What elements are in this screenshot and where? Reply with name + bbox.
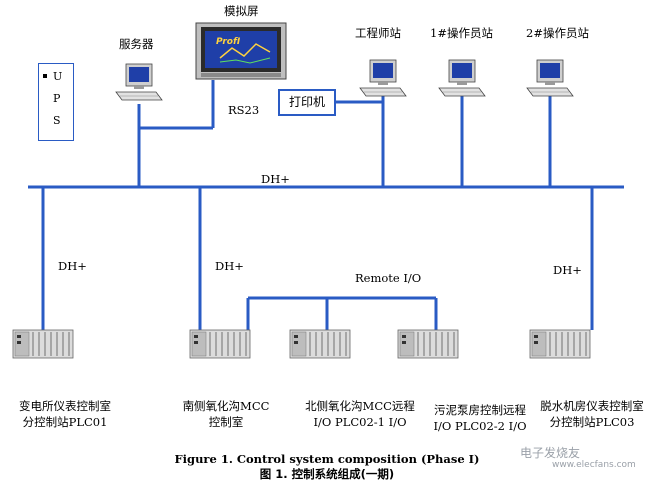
screen-logo-text: ProfI	[216, 37, 241, 47]
ups-letter-u: U	[53, 70, 63, 83]
operator2-label: 2#操作员站	[526, 26, 589, 40]
plc01-label-line1: 变电所仪表控制室	[19, 399, 111, 413]
dh-top-label: DH+	[261, 172, 290, 186]
plc03-rack-icon	[529, 329, 591, 359]
server-label: 服务器	[119, 37, 154, 51]
dh-right-label: DH+	[553, 263, 582, 277]
operator1-pc-icon	[438, 59, 486, 97]
dh-mid-label: DH+	[215, 259, 244, 273]
plc02-1-label-line2: I/O PLC02-1 I/O	[313, 415, 407, 429]
remote-io-label: Remote I/O	[355, 271, 422, 285]
plc01-label-line2: 分控制站PLC01	[22, 415, 108, 429]
engineer-station-label: 工程师站	[355, 26, 401, 40]
watermark-logo: 电子发烧友	[520, 446, 581, 460]
ups-bullet	[43, 74, 47, 78]
engineer-pc-icon	[359, 59, 407, 97]
dh-left-label: DH+	[58, 259, 87, 273]
plc-south-label-line2: 控制室	[208, 415, 244, 429]
printer-box: 打印机	[278, 89, 336, 116]
rs23-label: RS23	[228, 103, 260, 117]
operator2-pc-icon	[526, 59, 574, 97]
figure-caption-zh: 图 1. 控制系统组成(一期)	[259, 467, 395, 481]
operator1-label: 1#操作员站	[430, 26, 493, 40]
plc02-2-label-line1: 污泥泵房控制远程	[434, 403, 526, 417]
plc-south-label-line1: 南侧氧化沟MCC	[182, 399, 270, 413]
plc02-2-label-line2: I/O PLC02-2 I/O	[433, 419, 527, 433]
ups-letter-s: S	[53, 114, 61, 127]
plc03-label-line1: 脱水机房仪表控制室	[540, 399, 644, 413]
ups-box: U P S	[38, 63, 74, 141]
plc03-label-line2: 分控制站PLC03	[549, 415, 635, 429]
server-pc-icon	[115, 63, 163, 101]
plc02-1-label-line1: 北侧氧化沟MCC远程	[305, 399, 415, 413]
plc02-2-rack-icon	[397, 329, 459, 359]
plc01-rack-icon	[12, 329, 74, 359]
watermark-url: www.elecfans.com	[552, 460, 636, 470]
touch-screen-device: ProfI	[195, 22, 287, 80]
plc02-1-rack-icon	[289, 329, 351, 359]
ups-letter-p: P	[53, 92, 61, 105]
touch-screen-label: 模拟屏	[224, 4, 259, 18]
plc-south-rack-icon	[189, 329, 251, 359]
figure-caption-en: Figure 1. Control system composition (Ph…	[174, 452, 480, 466]
